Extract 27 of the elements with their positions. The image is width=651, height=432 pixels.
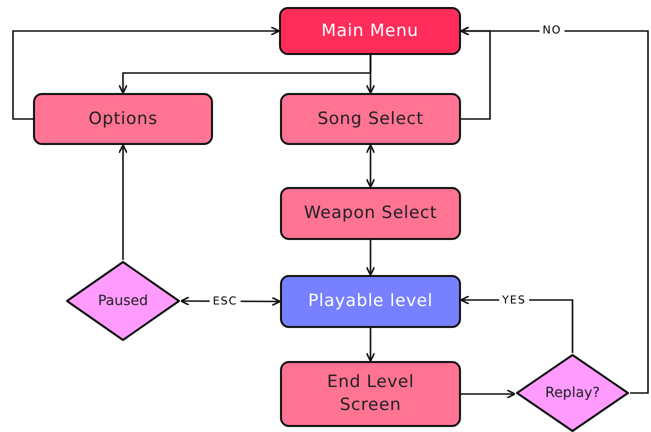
arrow	[118, 144, 128, 260]
process-box	[280, 187, 461, 240]
arrow	[12, 26, 280, 120]
process-box	[33, 93, 213, 145]
edge-label: YES	[499, 294, 529, 306]
decision-diamond	[65, 260, 181, 342]
node-label: Replay?	[545, 385, 600, 401]
decision-diamond	[515, 353, 630, 432]
node-label: Paused	[98, 293, 148, 309]
process-box	[280, 93, 461, 145]
process-box	[280, 361, 461, 427]
arrow	[460, 26, 649, 394]
arrow	[366, 55, 376, 94]
edge-label: NO	[540, 24, 564, 36]
node-label: Playable level	[308, 290, 433, 313]
node-label: Options	[88, 108, 158, 130]
arrow	[461, 389, 516, 399]
edge-label: ESC	[210, 294, 240, 308]
process-box	[280, 275, 461, 328]
node-label: Song Select	[317, 108, 424, 130]
arrow	[366, 144, 376, 188]
node-label: Weapon Select	[304, 202, 437, 225]
process-box	[279, 7, 461, 55]
arrow	[366, 240, 376, 276]
node-label: Main Menu	[321, 20, 419, 42]
arrow	[366, 328, 376, 362]
node-label: End Level Screen	[326, 371, 416, 417]
